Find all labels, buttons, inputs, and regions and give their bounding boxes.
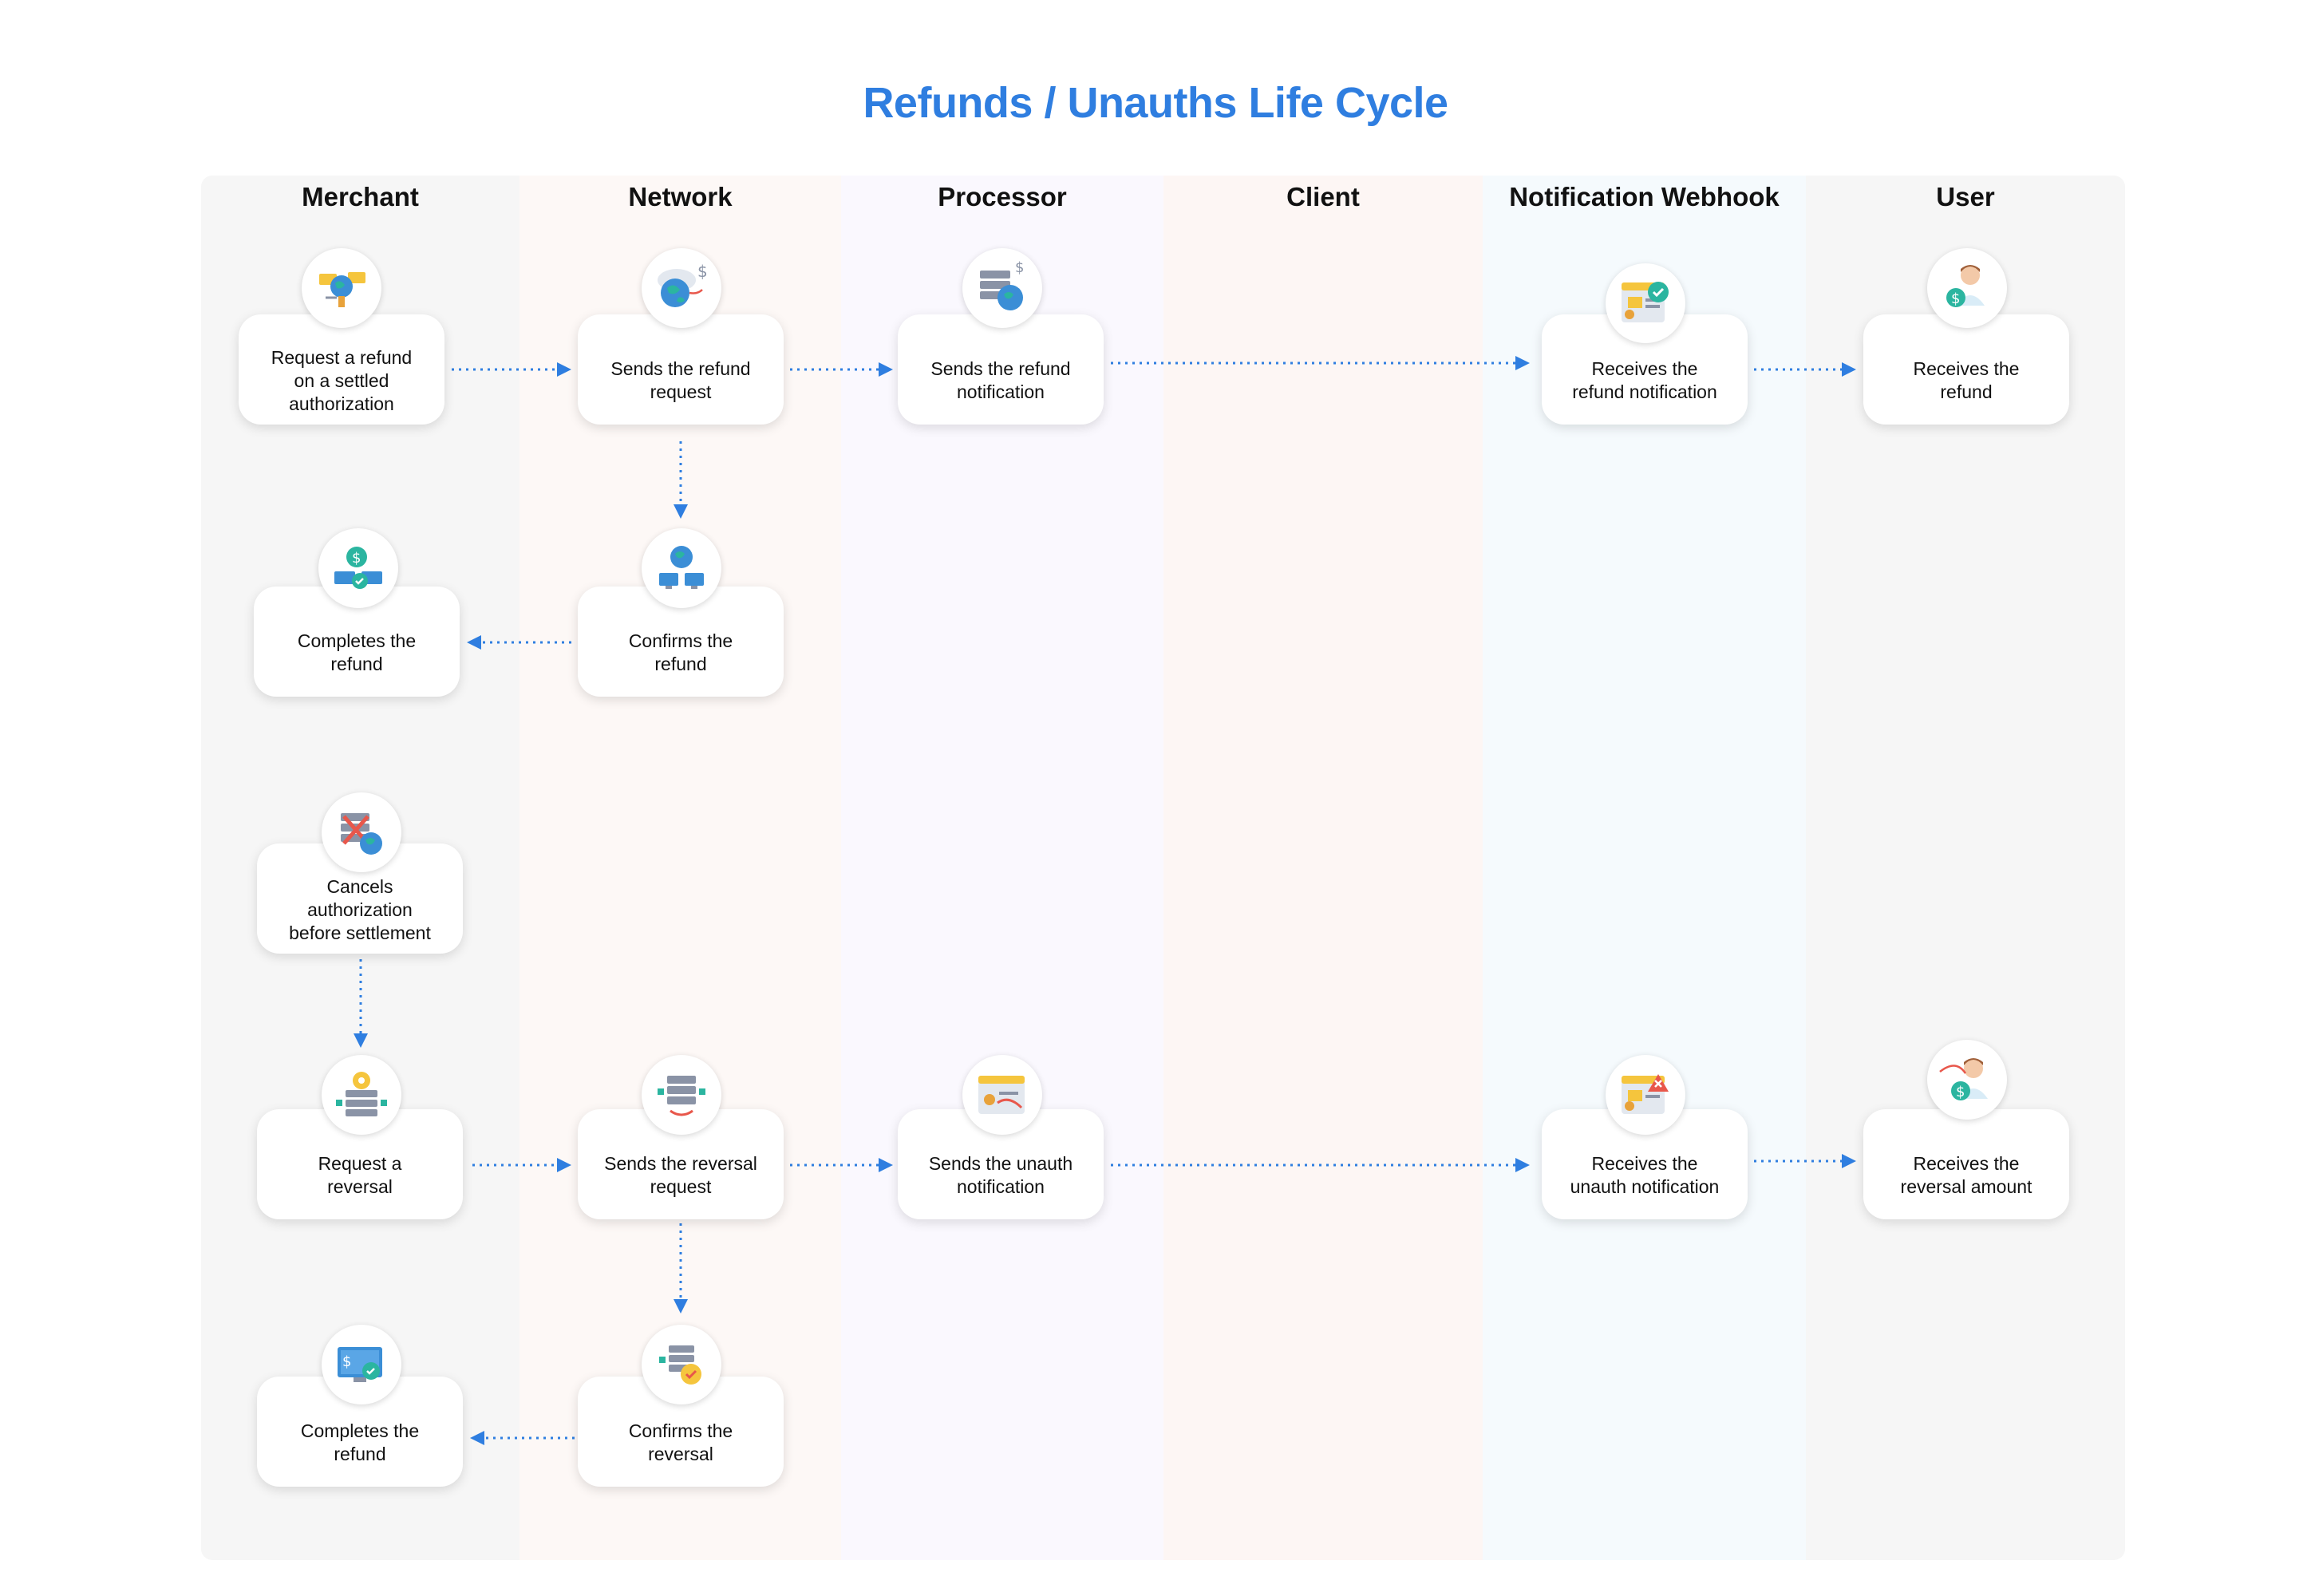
node-label: Confirms the refund (628, 630, 733, 674)
node-receives-refund: Receives the refund (1863, 314, 2069, 425)
monitor-dollar-check-icon: $ (322, 1325, 401, 1404)
user-dollar-icon: $ (1927, 248, 2007, 328)
refund-request-icon (302, 248, 381, 328)
server-gear-icon (322, 1055, 401, 1135)
node-label: Confirms the reversal (628, 1420, 733, 1464)
monitors-dollar-check-icon: $ (318, 528, 398, 608)
node-label: Sends the refund notification (930, 358, 1071, 402)
node-label: Sends the refund request (610, 358, 751, 402)
node-label: Receives the unauth notification (1570, 1153, 1720, 1197)
svg-text:$: $ (697, 262, 708, 281)
lane-client (1163, 176, 1483, 1560)
node-label: Request a refund on a settled authorizat… (271, 346, 413, 414)
node-sends-refund-request: Sends the refund request (578, 314, 784, 425)
lane-header-processor: Processor (938, 182, 1067, 211)
svg-text:$: $ (1951, 290, 1960, 307)
server-check-icon (642, 1325, 721, 1404)
node-label: Cancels authorization before settlement (289, 875, 431, 943)
browser-arrow-icon (962, 1055, 1042, 1135)
lane-header-merchant: Merchant (302, 182, 419, 211)
monitors-globe-icon (642, 528, 721, 608)
node-label: Sends the unauth notification (928, 1153, 1073, 1197)
svg-text:$: $ (1015, 259, 1024, 276)
node-sends-reversal-request: Sends the reversal request (578, 1109, 784, 1219)
node-label: Completes the refund (300, 1420, 420, 1464)
node-request-refund: Request a refund on a settled authorizat… (239, 314, 444, 425)
node-sends-refund-notification: Sends the refund notification (898, 314, 1104, 425)
globe-cloud-dollar-icon: $ (642, 248, 721, 328)
node-completes-refund-1: Completes the refund (254, 587, 460, 697)
node-label: Request a reversal (318, 1153, 402, 1197)
lane-header-client: Client (1286, 182, 1360, 211)
lane-header-network: Network (628, 182, 733, 211)
svg-text:$: $ (342, 1353, 351, 1370)
node-label: Completes the refund (297, 630, 417, 674)
svg-text:$: $ (352, 550, 361, 567)
node-label: Receives the refund notification (1572, 358, 1717, 402)
lane-header-notification-webhook: Notification Webhook (1509, 182, 1780, 211)
lane-header-user: User (1936, 182, 1995, 211)
diagram-title: Refunds / Unauths Life Cycle (863, 79, 1448, 127)
server-arrows-icon (642, 1055, 721, 1135)
server-globe-dollar-icon: $ (962, 248, 1042, 328)
node-label: Receives the reversal amount (1900, 1153, 2032, 1197)
node-label: Sends the reversal request (604, 1153, 757, 1197)
node-receives-reversal-amount: Receives the reversal amount (1863, 1109, 2069, 1219)
node-label: Receives the refund (1913, 358, 2020, 402)
browser-error-icon (1606, 1055, 1685, 1135)
browser-check-icon (1606, 263, 1685, 343)
svg-text:$: $ (1956, 1084, 1965, 1100)
server-cancel-globe-icon (322, 792, 401, 872)
user-dollar-arrow-icon: $ (1927, 1040, 2007, 1120)
